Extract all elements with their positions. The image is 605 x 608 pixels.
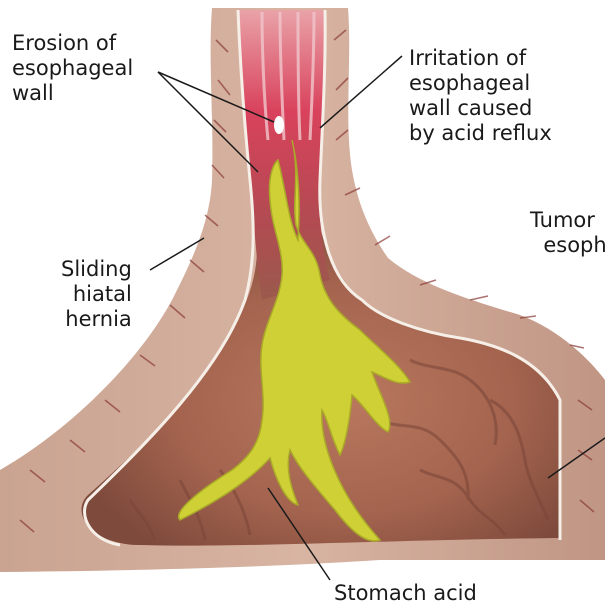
- label-erosion: Erosion of esophageal wall: [12, 31, 133, 106]
- label-tumor: Tumor esoph: [530, 208, 605, 258]
- label-sliding-hiatal-hernia: Sliding hiatal hernia: [61, 257, 132, 332]
- label-irritation: Irritation of esophageal wall caused by …: [409, 46, 552, 146]
- erosion-spot: [274, 116, 284, 134]
- label-stomach-acid: Stomach acid: [334, 581, 477, 606]
